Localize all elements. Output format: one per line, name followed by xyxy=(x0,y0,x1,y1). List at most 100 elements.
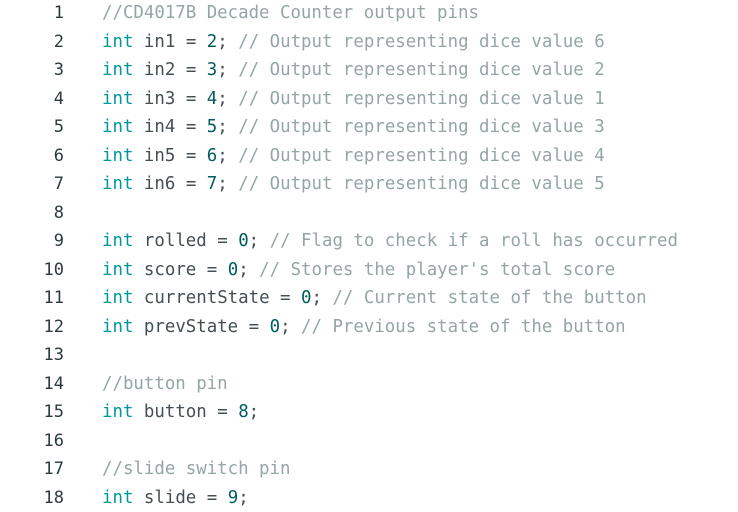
semicolon-token: ; xyxy=(217,174,228,194)
line-number: 6 xyxy=(53,145,64,166)
line-number: 2 xyxy=(53,31,64,52)
operator-token: = xyxy=(217,402,228,422)
operator-token: = xyxy=(185,145,197,166)
identifier-token: currentState xyxy=(143,288,270,308)
identifier-token: in2 xyxy=(143,60,176,80)
identifier-token: in3 xyxy=(143,88,176,109)
number-token: 2 xyxy=(206,31,218,52)
code-text: int slide = 9; xyxy=(102,484,249,512)
keyword-token: int xyxy=(102,31,134,52)
line-number: 18 xyxy=(43,487,64,508)
code-line[interactable]: 17 //slide switch pin xyxy=(0,455,738,483)
number-token: 6 xyxy=(206,145,218,166)
code-text: int in2 = 3; // Output representing dice… xyxy=(102,56,605,84)
code-line[interactable]: 18 int slide = 9; xyxy=(0,484,738,512)
semicolon-token: ; xyxy=(217,117,228,137)
code-text: //CD4017B Decade Counter output pins xyxy=(102,0,479,27)
semicolon-token: ; xyxy=(217,31,228,52)
number-token: 0 xyxy=(227,259,239,280)
keyword-token: int xyxy=(102,288,134,308)
identifier-token: in1 xyxy=(143,31,176,52)
comment-token: // Output representing dice value 4 xyxy=(238,145,605,166)
comment-token: // Output representing dice value 6 xyxy=(238,31,605,52)
code-line[interactable]: 11 int currentState = 0; // Current state… xyxy=(0,284,738,312)
code-line[interactable]: 12 int prevState = 0; // Previous state o… xyxy=(0,313,738,341)
code-line[interactable]: 2 int in1 = 2; // Output representing dic… xyxy=(0,28,738,56)
comment-token: // Output representing dice value 2 xyxy=(238,60,605,80)
operator-token: = xyxy=(185,60,197,80)
operator-token: = xyxy=(280,288,291,308)
number-token: 9 xyxy=(227,487,239,508)
comment-token: // Current state of the button xyxy=(332,288,647,308)
comment-token: //CD4017B Decade Counter output pins xyxy=(102,3,479,23)
code-line[interactable]: 15 int button = 8; xyxy=(0,398,738,426)
line-number: 11 xyxy=(43,288,64,308)
identifier-token: rolled xyxy=(143,231,207,251)
code-line[interactable]: 13 xyxy=(0,341,738,369)
keyword-token: int xyxy=(102,402,134,422)
keyword-token: int xyxy=(102,487,134,508)
line-number: 1 xyxy=(53,3,64,23)
code-text: int button = 8; xyxy=(102,398,259,426)
semicolon-token: ; xyxy=(248,231,260,251)
operator-token: = xyxy=(185,174,197,194)
comment-token: //button pin xyxy=(102,373,228,394)
number-token: 5 xyxy=(206,117,218,137)
line-number: 8 xyxy=(53,202,64,223)
keyword-token: int xyxy=(102,231,134,251)
line-number: 17 xyxy=(43,459,64,479)
comment-token: // Output representing dice value 5 xyxy=(238,174,605,194)
number-token: 4 xyxy=(206,88,218,109)
code-text: int in5 = 6; // Output representing dice… xyxy=(102,142,605,170)
line-number: 7 xyxy=(53,174,64,194)
code-text: int score = 0; // Stores the player's to… xyxy=(102,256,615,284)
line-number: 5 xyxy=(53,117,64,137)
identifier-token: prevState xyxy=(143,316,239,337)
operator-token: = xyxy=(206,259,218,280)
identifier-token: in5 xyxy=(143,145,176,166)
identifier-token: in6 xyxy=(143,174,176,194)
line-number: 16 xyxy=(43,430,64,451)
operator-token: = xyxy=(185,117,197,137)
semicolon-token: ; xyxy=(217,88,228,109)
identifier-token: slide xyxy=(143,487,197,508)
semicolon-token: ; xyxy=(238,487,249,508)
identifier-token: in4 xyxy=(143,117,176,137)
comment-token: // Previous state of the button xyxy=(301,316,626,337)
comment-token: // Output representing dice value 3 xyxy=(238,117,605,137)
comment-token: // Flag to check if a roll has occurred xyxy=(269,231,678,251)
comment-token: // Stores the player's total score xyxy=(259,259,616,280)
line-number: 15 xyxy=(43,402,64,422)
code-line[interactable]: 16 xyxy=(0,427,738,455)
keyword-token: int xyxy=(102,259,134,280)
code-line[interactable]: 8 xyxy=(0,199,738,227)
comment-token: //slide switch pin xyxy=(102,459,291,479)
code-text: int prevState = 0; // Previous state of … xyxy=(102,313,626,341)
semicolon-token: ; xyxy=(311,288,322,308)
number-token: 3 xyxy=(206,60,218,80)
line-number: 9 xyxy=(53,231,64,251)
operator-token: = xyxy=(185,31,197,52)
keyword-token: int xyxy=(102,117,134,137)
operator-token: = xyxy=(185,88,197,109)
number-token: 0 xyxy=(301,288,312,308)
operator-token: = xyxy=(248,316,260,337)
line-number: 12 xyxy=(43,316,64,337)
number-token: 0 xyxy=(238,231,249,251)
code-line[interactable]: 1 //CD4017B Decade Counter output pins xyxy=(0,0,738,27)
semicolon-token: ; xyxy=(217,60,228,80)
keyword-token: int xyxy=(102,60,134,80)
code-line[interactable]: 14//button pin xyxy=(0,370,738,398)
operator-token: = xyxy=(206,487,218,508)
line-number: 10 xyxy=(43,259,64,280)
semicolon-token: ; xyxy=(280,316,291,337)
code-text: int in4 = 5; // Output representing dice… xyxy=(102,113,605,141)
code-line[interactable]: 10 int score = 0; // Stores the player's … xyxy=(0,256,738,284)
